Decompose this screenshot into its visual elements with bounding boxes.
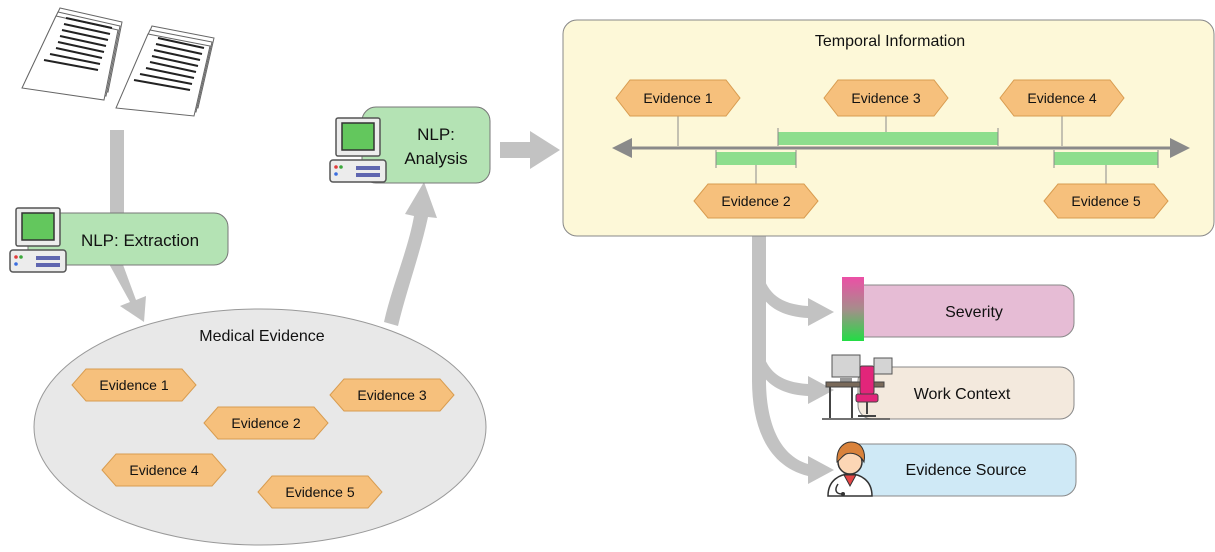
work-context-node: Work Context [822,354,1075,420]
flow-arrows [108,130,834,484]
evidence-source-node: Evidence Source [827,441,1077,497]
timeline [612,116,1190,184]
evidence-label: Evidence 5 [285,484,354,500]
temporal-evidence-hexagon: Evidence 4 [999,79,1125,117]
temporal-information-panel: Temporal Information [562,19,1215,237]
analysis-label-line1: NLP: [417,125,455,144]
evidence-label: Evidence 3 [357,387,426,403]
evidence-hexagon: Evidence 5 [257,475,383,509]
temporal-evidence-hexagon: Evidence 2 [693,183,819,219]
evidence-hexagon: Evidence 4 [101,453,227,487]
temporal-title: Temporal Information [815,33,965,50]
computer-icon [329,117,387,183]
temporal-evidence-hexagon: Evidence 3 [823,79,949,117]
arrow-docs-to-extraction [110,130,124,222]
evidence-label: Evidence 2 [231,415,300,431]
evidence-hexagon: Evidence 3 [329,378,455,412]
timeline-bar [716,152,796,165]
doctor-icon [827,441,873,497]
evidence-hexagon: Evidence 2 [203,406,329,440]
evidence-label: Evidence 4 [129,462,198,478]
work-context-label: Work Context [914,386,1011,403]
office-desk-icon [822,354,893,420]
timeline-bar [778,132,998,145]
temporal-evidence-label: Evidence 1 [643,90,712,106]
timeline-bar [1054,152,1158,165]
temporal-evidence-hexagon: Evidence 5 [1043,183,1169,219]
temporal-evidence-label: Evidence 2 [721,193,790,209]
severity-gradient-icon [842,277,864,341]
medical-evidence-title: Medical Evidence [199,328,325,345]
evidence-hexagon: Evidence 1 [71,368,197,402]
medical-evidence-pool: Medical Evidence Evidence 1 Evidence 2 E… [33,308,487,546]
arrow-analysis-to-temporal [500,131,560,169]
extraction-label: NLP: Extraction [81,231,199,250]
arrow-evidence-to-analysis [384,182,437,326]
arrow-extraction-to-evidence [108,262,146,322]
document-stack-icon [21,7,215,117]
severity-label: Severity [945,304,1003,321]
evidence-source-label: Evidence Source [906,462,1027,479]
nlp-analysis-node: NLP: Analysis [329,106,491,184]
temporal-evidence-label: Evidence 4 [1027,90,1096,106]
temporal-evidence-label: Evidence 3 [851,90,920,106]
evidence-label: Evidence 1 [99,377,168,393]
severity-node: Severity [842,277,1075,341]
nlp-extraction-node: NLP: Extraction [9,207,229,273]
branch-arrows [752,232,834,484]
analysis-label-line2: Analysis [404,149,467,168]
temporal-evidence-hexagon: Evidence 1 [615,79,741,117]
computer-icon [9,207,67,273]
temporal-evidence-label: Evidence 5 [1071,193,1140,209]
